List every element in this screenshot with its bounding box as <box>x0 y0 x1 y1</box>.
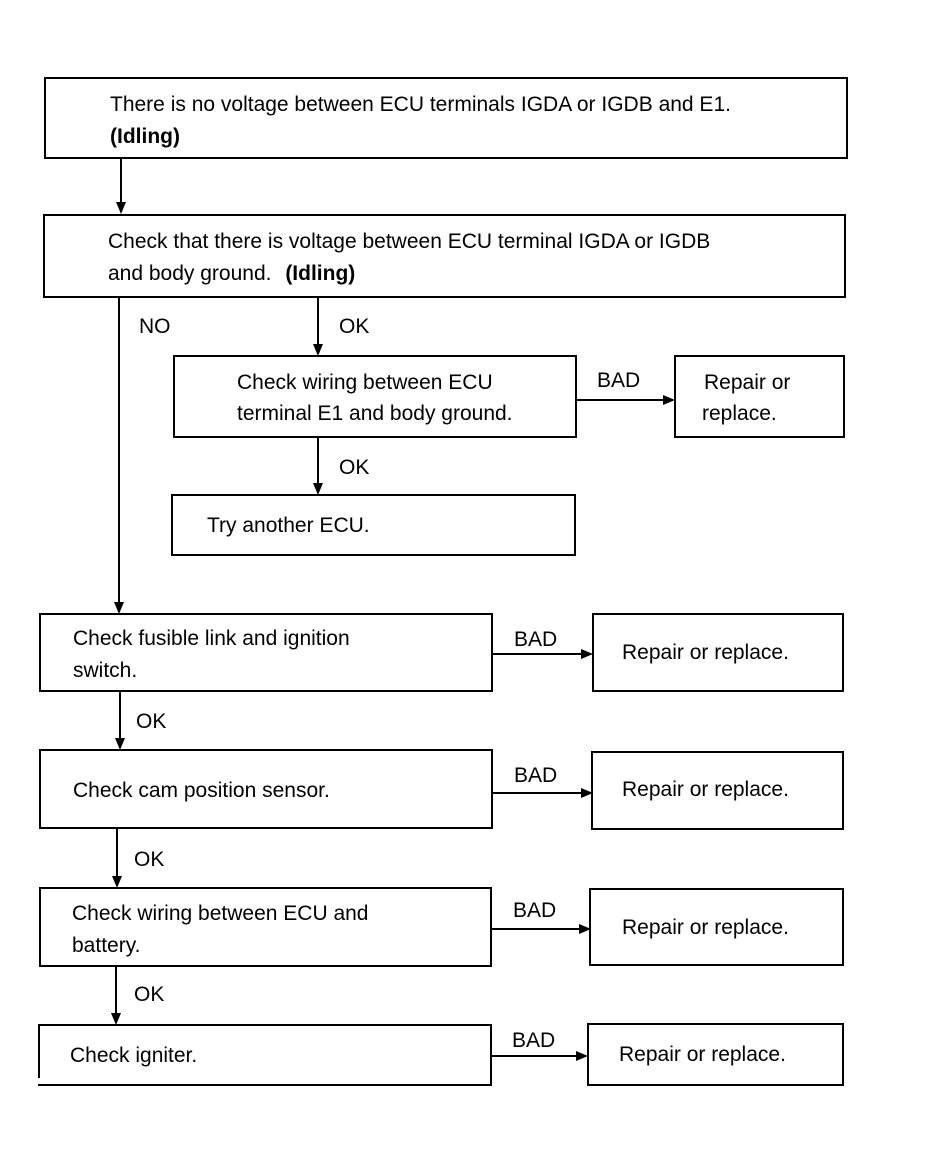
repair-e1-line1: Repair or <box>704 371 791 394</box>
check-battery-line2: battery. <box>72 934 141 957</box>
repair-igniter-text: Repair or replace. <box>619 1043 786 1066</box>
check-voltage-box: Check that there is voltage between ECU … <box>43 214 846 298</box>
label-ok: OK <box>134 848 165 871</box>
arrow-head <box>581 788 593 798</box>
repair-cam-box: Repair or replace. <box>591 751 844 830</box>
start-condition-line1: There is no voltage between ECU terminal… <box>110 93 731 116</box>
repair-igniter-box: Repair or replace. <box>587 1023 844 1086</box>
check-battery-box: Check wiring between ECU and battery. <box>39 887 492 967</box>
repair-e1-box: Repair or replace. <box>674 355 845 438</box>
label-bad: BAD <box>597 369 641 392</box>
check-fusible-line2: switch. <box>73 659 138 682</box>
check-wiring-e1-box: Check wiring between ECU terminal E1 and… <box>173 355 577 438</box>
repair-cam-text: Repair or replace. <box>622 778 789 801</box>
check-igniter-box: Check igniter. <box>38 1024 492 1086</box>
arrow-head <box>576 1051 588 1061</box>
arrow-head <box>663 395 675 405</box>
repair-fusible-text: Repair or replace. <box>622 641 789 664</box>
label-no: NO <box>139 315 171 338</box>
check-fusible-line1: Check fusible link and ignition <box>73 627 350 650</box>
repair-fusible-box: Repair or replace. <box>592 613 844 692</box>
label-bad: BAD <box>514 628 558 651</box>
try-another-ecu-box: Try another ECU. <box>171 494 576 556</box>
check-wiring-e1-line2: terminal E1 and body ground. <box>237 402 513 425</box>
label-bad: BAD <box>514 764 558 787</box>
arrow-head <box>581 649 593 659</box>
arrow-head <box>115 738 125 750</box>
label-ok: OK <box>134 983 165 1006</box>
arrow-head <box>313 483 323 495</box>
arrow-head <box>579 924 591 934</box>
check-cam-text: Check cam position sensor. <box>73 779 330 802</box>
arrow-head <box>111 1013 121 1025</box>
check-cam-box: Check cam position sensor. <box>39 749 493 829</box>
repair-battery-text: Repair or replace. <box>622 916 789 939</box>
arrow-head <box>114 602 124 614</box>
start-condition-idling: (Idling) <box>110 125 180 148</box>
label-bad: BAD <box>512 1029 556 1052</box>
arrow-head <box>112 876 122 888</box>
label-ok: OK <box>339 315 370 338</box>
arrow-head <box>116 202 126 214</box>
arrow-head <box>313 344 323 356</box>
repair-battery-box: Repair or replace. <box>589 888 844 966</box>
check-voltage-line2: and body ground. <box>108 262 272 285</box>
start-condition-box: There is no voltage between ECU terminal… <box>44 77 848 159</box>
check-battery-line1: Check wiring between ECU and <box>72 902 369 925</box>
repair-e1-line2: replace. <box>702 402 777 425</box>
check-voltage-idling: (Idling) <box>285 262 356 285</box>
check-igniter-text: Check igniter. <box>70 1044 198 1067</box>
label-ok: OK <box>136 710 167 733</box>
try-another-ecu-text: Try another ECU. <box>207 514 370 537</box>
check-fusible-box: Check fusible link and ignition switch. <box>39 613 493 692</box>
label-bad: BAD <box>513 899 557 922</box>
check-wiring-e1-line1: Check wiring between ECU <box>237 371 493 394</box>
label-ok: OK <box>339 456 370 479</box>
check-voltage-line1: Check that there is voltage between ECU … <box>108 230 711 253</box>
